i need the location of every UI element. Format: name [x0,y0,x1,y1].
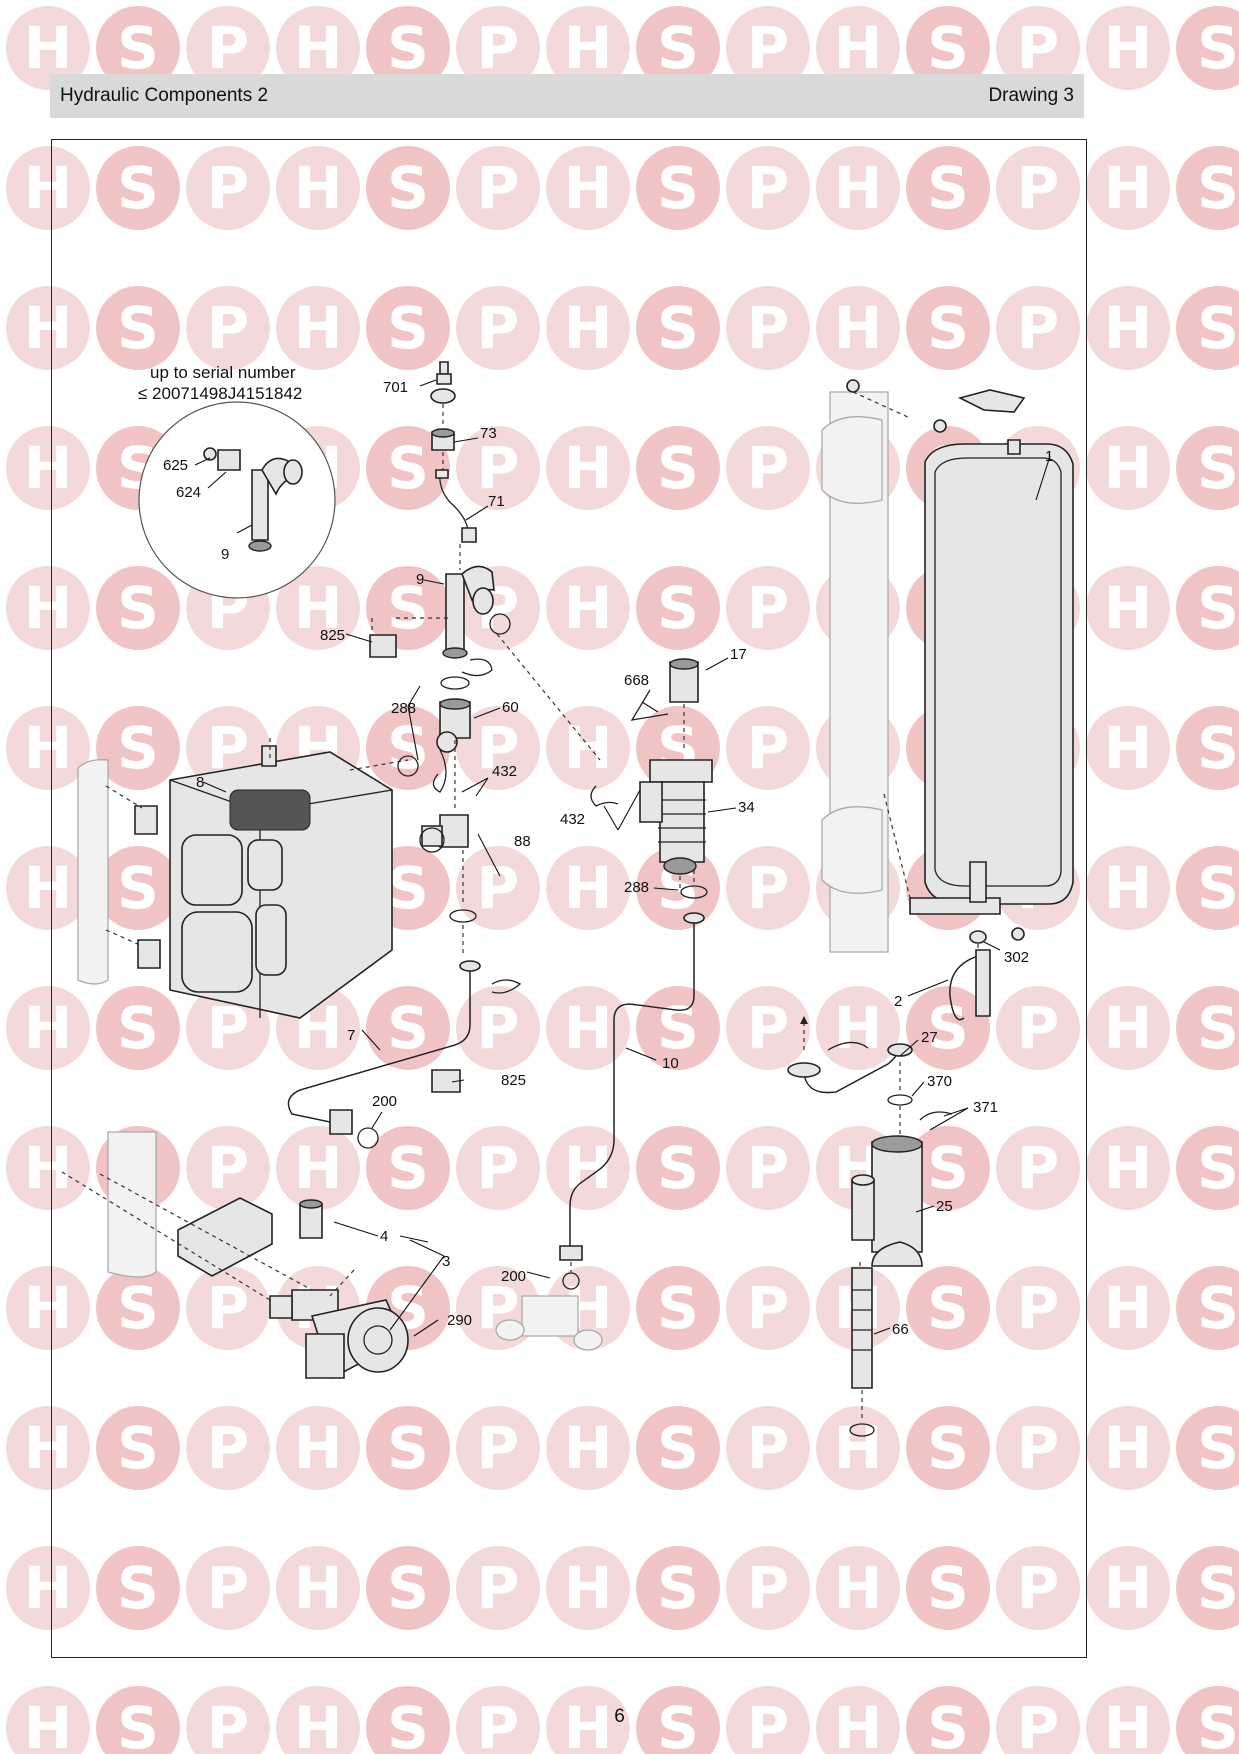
callout-1: 1 [1045,448,1053,465]
air-separator [590,658,713,890]
diagram-frame [51,139,1087,1658]
leader-lines [202,379,1051,1337]
callout-2: 2 [894,993,902,1010]
callout-9-inset: 9 [221,546,229,563]
flexible-hose-2 [949,949,991,1021]
pump-assembly [61,1131,409,1380]
callout-200-mid: 200 [501,1268,526,1285]
callout-27: 27 [921,1029,938,1046]
inset-note-line2: ≤ 20071498J4151842 [138,384,302,403]
inset-old-version: up to serial number ≤ 20071498J4151842 6… [138,363,336,599]
callout-288-left: 288 [391,700,416,717]
callout-25: 25 [936,1198,953,1215]
callout-71: 71 [488,493,505,510]
flow-pipe-7 [287,960,522,1149]
callout-17: 17 [730,646,747,663]
callout-60: 60 [502,699,519,716]
callout-288-mid: 288 [624,879,649,896]
inset-note-line1: up to serial number [150,363,296,382]
valve-stack [369,361,601,955]
callout-370: 370 [927,1073,952,1090]
callout-825-bottom: 825 [501,1072,526,1089]
callout-825-top: 825 [320,627,345,644]
callout-701: 701 [383,379,408,396]
return-pipe-10 [495,870,708,1351]
page-header: Hydraulic Components 2 Drawing 3 [50,74,1084,118]
callout-432-mid: 432 [492,763,517,780]
expansion-vessel [821,379,1074,954]
callout-668: 668 [624,672,649,689]
callout-624: 624 [176,484,201,501]
callout-625: 625 [163,457,188,474]
callout-200-left: 200 [372,1093,397,1110]
callout-66: 66 [892,1321,909,1338]
drawing-number: Drawing 3 [988,85,1074,106]
callout-88: 88 [514,833,531,850]
callout-10: 10 [662,1055,679,1072]
callout-4: 4 [380,1228,388,1245]
callout-73: 73 [480,425,497,442]
header-title: Hydraulic Components 2 [60,85,269,106]
callout-3: 3 [442,1253,450,1270]
callout-7: 7 [347,1027,355,1044]
callout-290: 290 [447,1312,472,1329]
condensate-assembly [787,1016,953,1437]
page-number: 6 [614,1706,625,1727]
callout-371: 371 [973,1099,998,1116]
callout-9-main: 9 [416,571,424,588]
callout-432-left: 432 [560,811,585,828]
callout-8: 8 [196,774,204,791]
heat-exchanger [77,738,409,1019]
callout-302: 302 [1004,949,1029,966]
callout-labels: 701 73 71 9 825 288 60 432 8 88 17 668 3… [196,379,1053,1338]
callout-34: 34 [738,799,755,816]
